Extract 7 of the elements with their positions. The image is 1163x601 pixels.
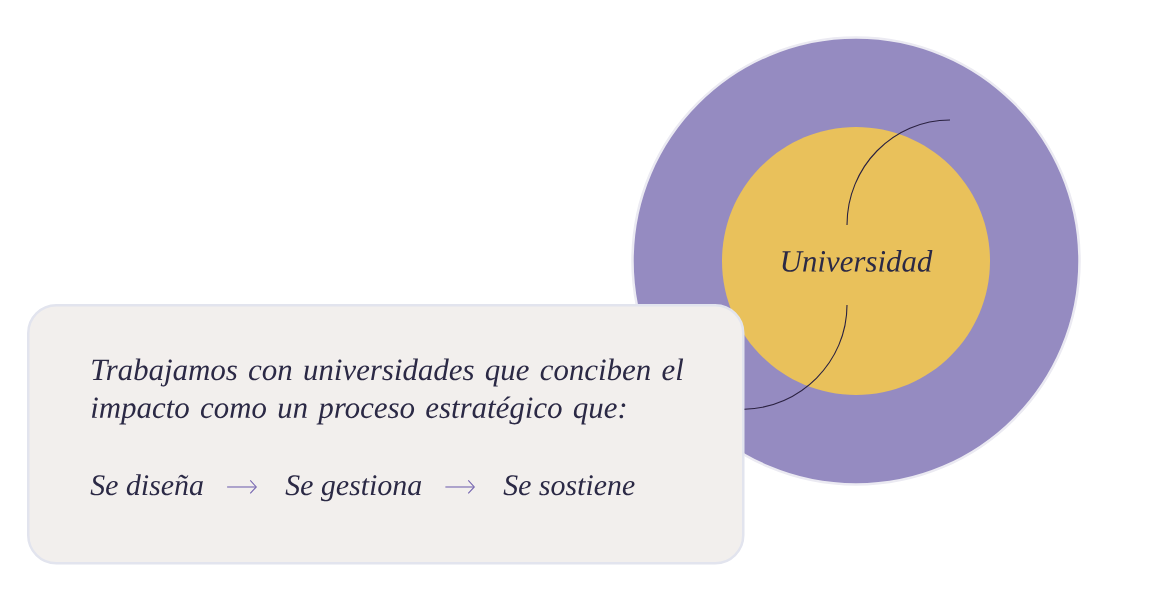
step-label: Se diseña (90, 474, 203, 496)
step-label: Se gestiona (285, 475, 422, 502)
arrow (226, 479, 257, 495)
arrow (444, 479, 475, 495)
step-label: Se sostiene (503, 475, 635, 496)
connector-line (846, 119, 951, 226)
connector-line (743, 304, 848, 410)
